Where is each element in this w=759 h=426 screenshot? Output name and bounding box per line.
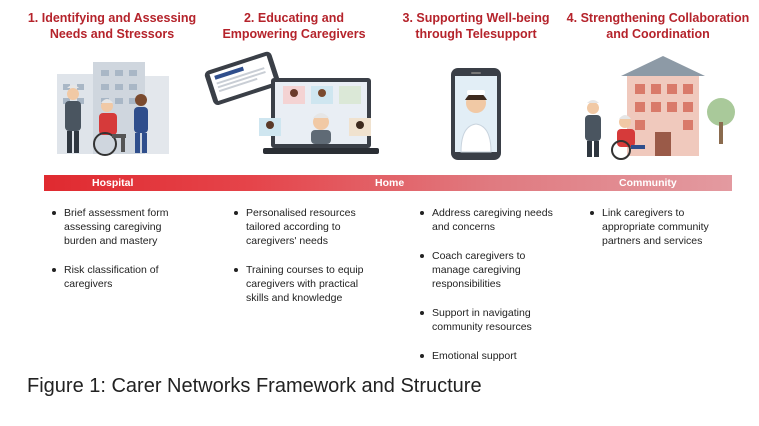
column-title: 4. Strengthening Collaboration and Coord… <box>566 11 750 41</box>
figure-caption: Figure 1: Carer Networks Framework and S… <box>27 375 482 397</box>
hospital-illustration <box>57 62 169 156</box>
bullet-list-telesupport: Address caregiving needs and concerns Co… <box>420 206 560 378</box>
bar-label-home: Home <box>375 177 405 189</box>
column-title: 2. Educating and Empowering Caregivers <box>222 11 366 41</box>
community-house-illustration <box>585 56 735 160</box>
list-item: Emotional support <box>420 349 560 363</box>
smartphone-nurse-illustration <box>451 68 501 160</box>
list-item: Brief assessment form assessing caregivi… <box>52 206 192 248</box>
video-call-illustration <box>204 51 379 154</box>
list-item: Personalised resources tailored accordin… <box>234 206 379 248</box>
list-item: Address caregiving needs and concerns <box>420 206 560 234</box>
bullet-list-collaboration: Link caregivers to appropriate community… <box>590 206 730 263</box>
setting-bar: Hospital Home Community <box>44 175 732 191</box>
column-title: 1. Identifying and Assessing Needs and S… <box>27 11 197 41</box>
list-item: Link caregivers to appropriate community… <box>590 206 730 248</box>
bar-label-hospital: Hospital <box>92 177 134 189</box>
list-item: Risk classification of caregivers <box>52 263 192 291</box>
list-item: Training courses to equip caregivers wit… <box>234 263 379 305</box>
bar-label-community: Community <box>619 177 677 189</box>
bullet-list-educating: Personalised resources tailored accordin… <box>234 206 379 320</box>
list-item: Coach caregivers to manage caregiving re… <box>420 249 560 291</box>
bullet-list-identifying: Brief assessment form assessing caregivi… <box>52 206 192 306</box>
column-title: 3. Supporting Well-being through Telesup… <box>402 11 550 41</box>
list-item: Support in navigating community resource… <box>420 306 560 334</box>
